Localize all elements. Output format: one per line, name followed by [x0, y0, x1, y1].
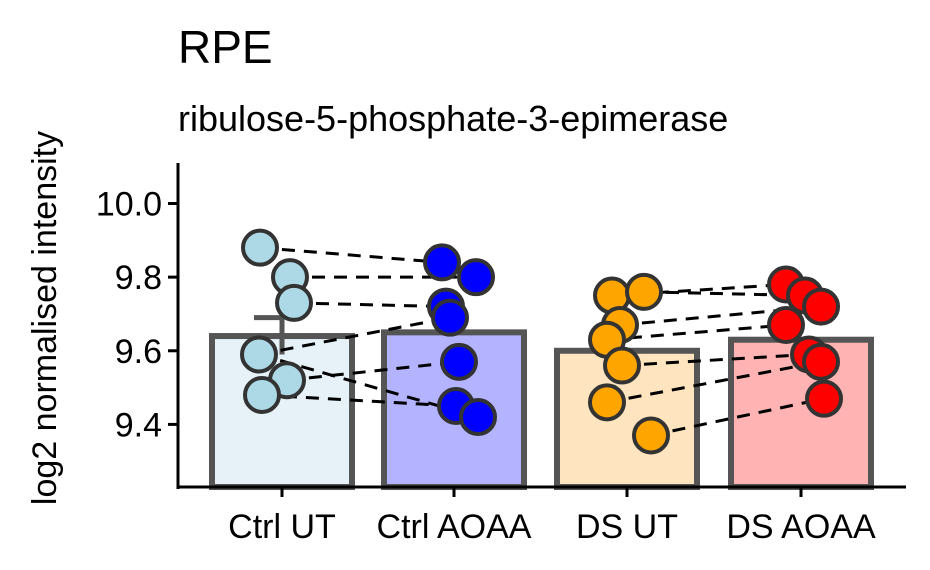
chart-subtitle: ribulose-5-phosphate-3-epimerase [178, 98, 728, 139]
data-point-2-1 [625, 272, 663, 311]
data-point-2-5 [588, 383, 626, 422]
x-tick-label-3: DS AOAA [726, 508, 876, 546]
pair-line-9 [619, 305, 822, 327]
pair-line-11 [621, 352, 810, 367]
data-point-3-5 [802, 342, 840, 381]
data-point-3-3 [767, 306, 805, 344]
x-tick-label-2: DS UT [576, 508, 678, 546]
data-point-0-2 [275, 283, 313, 322]
pair-line-12 [606, 360, 822, 404]
data-point-1-6 [459, 398, 497, 437]
x-tick-label-1: Ctrl AOAA [377, 508, 532, 546]
data-point-2-6 [632, 416, 670, 455]
data-point-1-0 [423, 243, 461, 282]
data-point-1-4 [440, 342, 478, 381]
data-point-3-6 [805, 379, 843, 418]
pair-line-13 [650, 397, 825, 437]
pair-line-10 [606, 323, 787, 342]
data-point-0-5 [243, 375, 281, 414]
bar-0 [209, 333, 355, 490]
pair-line-3 [258, 316, 451, 356]
pair-line-0 [259, 246, 443, 264]
y-tick-label-0: 9.4 [115, 406, 162, 444]
bars [209, 315, 874, 491]
y-tick-label-3: 10.0 [96, 186, 162, 224]
pair-line-6 [258, 353, 479, 419]
data-point-3-2 [802, 287, 840, 326]
data-points [240, 228, 843, 455]
pair-lines [258, 246, 825, 437]
data-point-1-1 [457, 258, 495, 297]
data-point-2-4 [603, 346, 641, 385]
pair-line-2 [293, 301, 447, 309]
chart-title: RPE [178, 21, 273, 73]
x-tick-label-0: Ctrl UT [228, 508, 336, 546]
y-axis-title: log2 normalised intensity [26, 131, 64, 505]
y-tick-label-2: 9.8 [115, 259, 162, 297]
data-point-0-0 [241, 228, 279, 267]
y-tick-label-1: 9.6 [115, 333, 162, 371]
data-point-0-3 [240, 335, 278, 374]
y-axis-title-group: log2 normalised intensity [26, 131, 64, 505]
pair-line-4 [286, 360, 460, 382]
data-point-1-3 [431, 298, 469, 337]
